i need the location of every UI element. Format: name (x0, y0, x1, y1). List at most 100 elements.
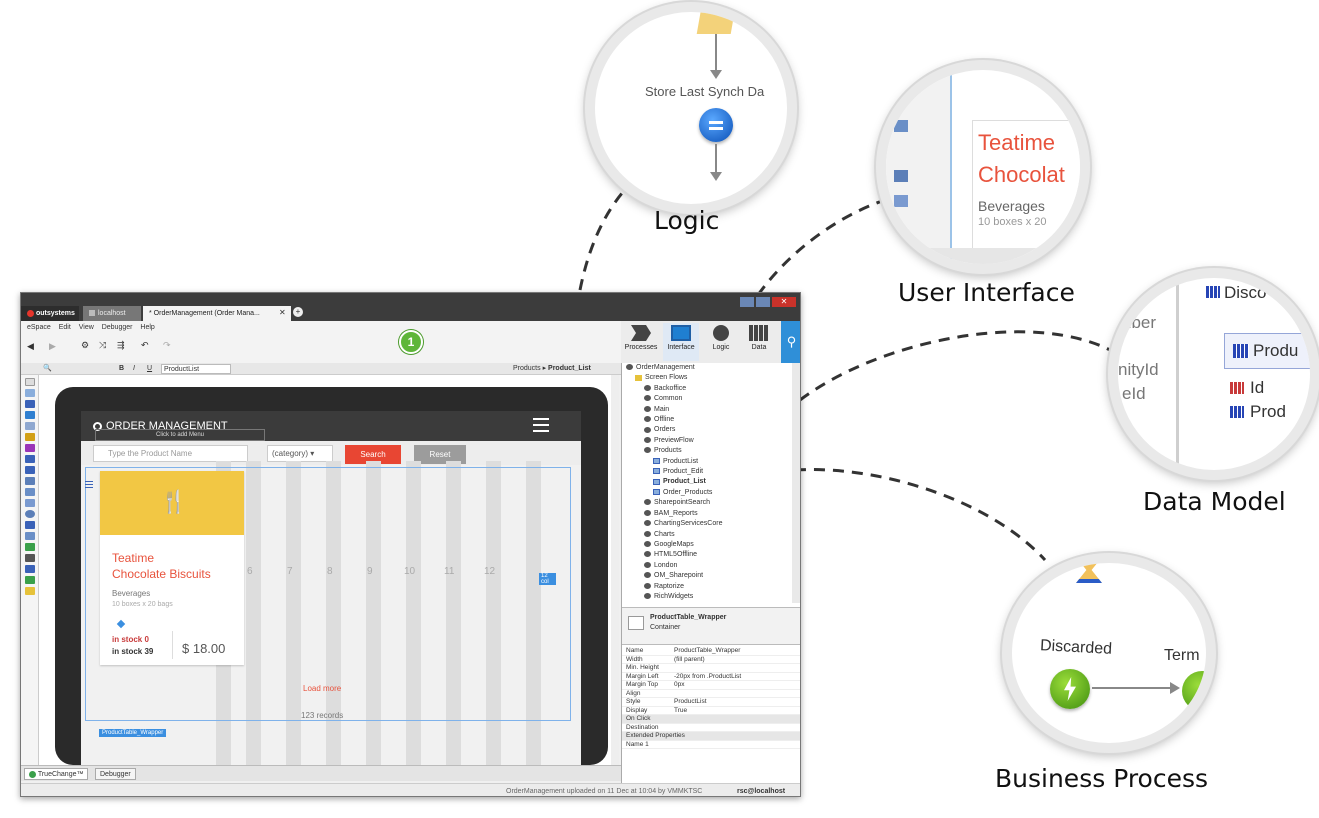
property-row[interactable]: Destination (622, 724, 800, 732)
tree-item[interactable]: ChartingServicesCore (622, 519, 800, 529)
link-widget-icon[interactable] (24, 422, 35, 430)
text-widget-icon[interactable] (24, 554, 35, 562)
mode-processes[interactable]: Processes (623, 323, 659, 361)
property-row[interactable]: Margin Left-20px from .ProductList (622, 673, 800, 681)
tree-item[interactable]: PreviewFlow (622, 436, 800, 446)
tree-item[interactable]: Backoffice (622, 384, 800, 394)
tree-item[interactable]: Product_List (622, 477, 800, 487)
menu-help[interactable]: Help (140, 324, 155, 331)
maximize-icon[interactable] (756, 297, 770, 307)
vertical-scrollbar[interactable] (611, 375, 619, 765)
zoom-icon[interactable]: 🔍 (43, 365, 52, 372)
radio-widget-icon[interactable] (24, 510, 35, 518)
tab-ordermanagement[interactable]: * OrderManagement (Order Mana... (143, 306, 291, 321)
card-title-2[interactable]: Chocolate Biscuits (112, 567, 211, 581)
tree-item[interactable]: Common (622, 394, 800, 404)
tree-item[interactable]: RichWidgets (622, 592, 800, 602)
tree-item[interactable]: London (622, 561, 800, 571)
table-widget-icon[interactable] (24, 488, 35, 496)
hamburger-menu-icon[interactable] (533, 418, 549, 432)
property-row[interactable]: Name 1 (622, 741, 800, 749)
close-window-icon[interactable]: ✕ (772, 297, 796, 307)
tree-item[interactable]: Main (622, 405, 800, 415)
menu-view[interactable]: View (78, 324, 94, 331)
property-row[interactable]: Extended Properties (622, 732, 800, 741)
menu-edit[interactable]: Edit (58, 324, 71, 331)
block-widget-icon[interactable] (24, 389, 35, 397)
widget-tag[interactable]: ProductTable_Wrapper (99, 729, 167, 737)
form-widget-icon[interactable] (24, 455, 35, 463)
mode-logic[interactable]: Logic (703, 323, 739, 361)
card-title-1[interactable]: Teatime (112, 551, 155, 565)
design-canvas[interactable]: ORDER MANAGEMENT Click to add Menu Type … (39, 375, 619, 765)
minimize-icon[interactable] (740, 297, 754, 307)
menu-debugger[interactable]: Debugger (101, 324, 133, 331)
edit-widget-icon[interactable] (24, 444, 35, 452)
tree-scrollbar[interactable] (792, 363, 800, 603)
menu-espace[interactable]: eSpace (27, 324, 51, 331)
tab-debugger[interactable]: Debugger (95, 768, 136, 780)
close-tab-icon[interactable]: ✕ (279, 308, 286, 317)
tree-item[interactable]: Raptorize (622, 582, 800, 592)
tree-item[interactable]: Order_Products (622, 488, 800, 498)
category-select[interactable]: (category) ▾ (267, 445, 333, 462)
compare-icon[interactable]: ⤨ (99, 340, 107, 350)
tree-item[interactable]: Screen Flows (622, 373, 800, 383)
tree-item[interactable]: OM_Sharepoint (622, 571, 800, 581)
button-widget-icon[interactable] (24, 433, 35, 441)
expression-widget-icon[interactable] (24, 400, 35, 408)
menu-placeholder[interactable]: Click to add Menu (95, 429, 265, 441)
italic-icon[interactable]: I (133, 365, 135, 372)
undo-icon[interactable]: ↶ (141, 340, 149, 350)
tree-widget-icon[interactable] (24, 532, 35, 540)
list-widget-icon[interactable] (24, 466, 35, 474)
tree-item[interactable]: Orders (622, 425, 800, 435)
tree-item[interactable]: HTML5Offline (622, 550, 800, 560)
property-row[interactable]: Align (622, 690, 800, 698)
product-search-input[interactable]: Type the Product Name (93, 445, 248, 462)
bold-icon[interactable]: B (119, 365, 125, 372)
tree-item[interactable]: OrderManagement (622, 363, 800, 373)
redo-icon[interactable]: ↷ (163, 340, 171, 350)
calendar-widget-icon[interactable] (24, 565, 35, 573)
tree-item[interactable]: Product_Edit (622, 467, 800, 477)
search-button[interactable]: Search (345, 445, 401, 464)
tree-item[interactable]: Charts (622, 530, 800, 540)
tree-item[interactable]: GoogleMaps (622, 540, 800, 550)
tree-item[interactable]: Users (622, 602, 800, 603)
mode-interface[interactable]: Interface (663, 323, 699, 361)
gear-icon[interactable]: ⚙ (81, 340, 90, 350)
tab-truechange[interactable]: TrueChange™ (24, 768, 89, 780)
upload-widget-icon[interactable] (24, 521, 35, 529)
note-widget-icon[interactable] (24, 587, 35, 595)
new-tab-icon[interactable]: + (293, 307, 303, 317)
property-row[interactable]: On Click (622, 715, 800, 724)
breadcrumb-parent[interactable]: Products (513, 365, 541, 372)
input-widget-icon[interactable] (24, 411, 35, 419)
style-select[interactable]: ProductList (161, 364, 231, 374)
reset-button[interactable]: Reset (414, 445, 466, 464)
tree-item[interactable]: ProductList (622, 457, 800, 467)
tree-item[interactable]: Offline (622, 415, 800, 425)
tree-item[interactable]: Products (622, 446, 800, 456)
tree-item[interactable]: SharepointSearch (622, 498, 800, 508)
tab-outsystems[interactable]: outsystems (21, 306, 79, 321)
property-row[interactable]: Min. Height (622, 664, 800, 673)
search-button[interactable]: ⚲ (781, 321, 800, 363)
entity-box[interactable]: Produ (1224, 333, 1310, 369)
merge-icon[interactable]: ⇶ (117, 340, 125, 350)
property-row[interactable]: Width(fill parent) (622, 656, 800, 664)
picture-widget-icon[interactable] (24, 576, 35, 584)
load-more-link[interactable]: Load more (303, 684, 342, 693)
web-widget-icon[interactable] (24, 543, 35, 551)
checkbox-widget-icon[interactable] (24, 499, 35, 507)
product-card[interactable]: 🍴 Teatime Chocolate Biscuits Beverages 1… (100, 471, 244, 665)
back-icon[interactable]: ◀ (27, 341, 34, 351)
container-widget-icon[interactable] (24, 378, 35, 386)
tab-localhost[interactable]: localhost (83, 306, 141, 321)
mode-data[interactable]: Data (741, 323, 777, 361)
